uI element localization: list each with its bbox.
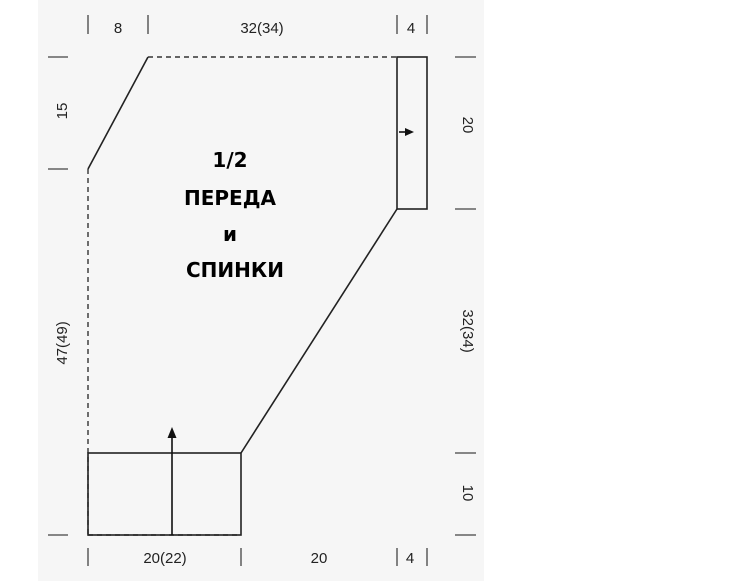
dim-bottom-middle: 20 <box>311 550 328 567</box>
solid-edges <box>87 56 398 454</box>
dim-top-left: 8 <box>114 20 122 37</box>
bottom-ticks <box>87 548 428 566</box>
top-ticks <box>87 15 428 34</box>
dim-left-upper: 15 <box>54 103 71 120</box>
dim-right-lower: 10 <box>459 485 476 502</box>
arrow-up-icon <box>167 427 177 535</box>
dim-bottom-left: 20(22) <box>143 550 186 567</box>
arrow-right-icon <box>399 128 414 136</box>
dim-top-right: 4 <box>407 20 415 37</box>
title-back: СПИНКИ <box>186 258 284 282</box>
dim-right-middle: 32(34) <box>459 309 476 352</box>
dim-bottom-right: 4 <box>406 550 414 567</box>
dim-top-middle: 32(34) <box>240 20 283 37</box>
title-and: и <box>222 222 237 246</box>
dashed-edges <box>87 56 397 536</box>
right-ticks <box>455 56 476 536</box>
left-ticks <box>48 56 68 536</box>
paper-background <box>38 0 484 581</box>
dim-right-upper: 20 <box>459 117 476 134</box>
dim-left-lower: 47(49) <box>54 321 71 364</box>
title-fraction: 1/2 <box>212 148 248 172</box>
title-front: ПЕРЕДА <box>183 186 276 210</box>
cuff-rect <box>396 56 428 210</box>
band-rect <box>87 452 242 536</box>
